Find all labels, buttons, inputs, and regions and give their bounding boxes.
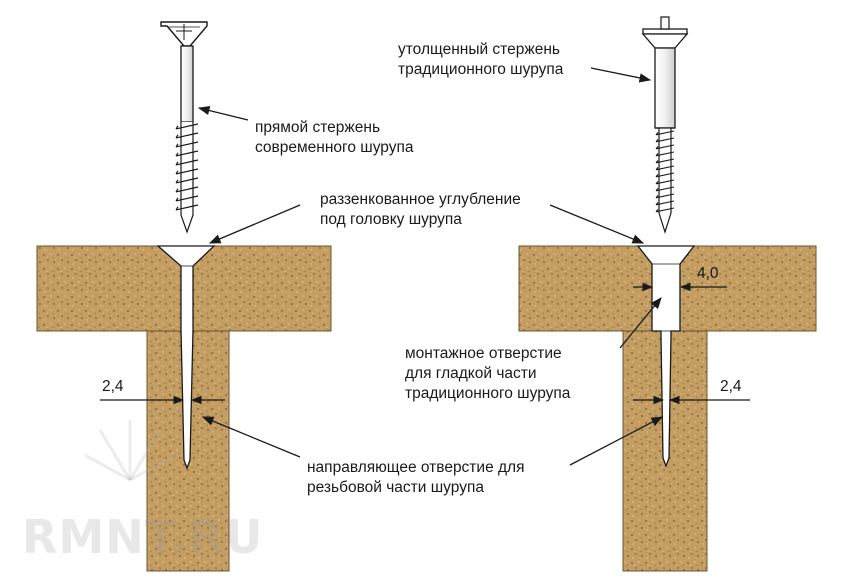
- thread: [655, 158, 675, 164]
- dim-right-pilot: 2,4: [720, 378, 742, 395]
- label-modern-shank: прямой стержень современного шурупа: [255, 118, 414, 158]
- thread: [655, 144, 675, 150]
- thread: [655, 179, 675, 185]
- label-line: традиционного шурупа: [405, 385, 571, 402]
- watermark-text: RMNT.RU: [22, 510, 264, 564]
- dim-right-clearance: 4,0: [697, 265, 719, 282]
- label-clearance-hole: монтажное отверстие для гладкой части тр…: [405, 344, 570, 404]
- label-line: монтажное отверстие: [405, 345, 562, 362]
- leader-lines: [197, 67, 664, 466]
- leader-countersink-left: [208, 204, 301, 244]
- label-line: утолщенный стержень: [398, 41, 560, 58]
- label-line: под головку шурупа: [320, 211, 462, 228]
- label-pilot-hole: направляющее отверстие для резьбовой час…: [307, 458, 524, 498]
- leader-pilot-left: [201, 416, 301, 458]
- label-thickened-shank: утолщенный стержень традиционного шурупа: [398, 40, 563, 80]
- dimension-lines: [100, 282, 750, 405]
- left-assembly: [36, 21, 332, 572]
- thread: [175, 186, 199, 193]
- label-line: для гладкой части: [405, 365, 537, 382]
- leader-modern-shank: [197, 105, 249, 121]
- thread: [175, 204, 199, 211]
- traditional-screw: [641, 16, 689, 234]
- thread: [655, 186, 675, 192]
- thread: [175, 141, 199, 148]
- leader-thickened-shank: [590, 67, 652, 83]
- thread: [175, 195, 199, 202]
- thread: [655, 151, 675, 157]
- watermark-logo: [84, 420, 176, 482]
- label-line: резьбовой части шурупа: [307, 479, 484, 496]
- leader-clearance-hole: [619, 297, 662, 349]
- dim-left-pilot: 2,4: [102, 378, 124, 395]
- left-countersink-hole: [156, 245, 216, 470]
- label-line: прямой стержень: [255, 119, 381, 136]
- thread: [655, 130, 675, 136]
- label-line: раззенкованное углубление: [320, 191, 521, 208]
- thread: [175, 132, 199, 139]
- label-line: современного шурупа: [255, 139, 414, 156]
- thread: [175, 177, 199, 184]
- leader-pilot-right: [569, 416, 664, 466]
- thread: [655, 172, 675, 178]
- thread: [655, 137, 675, 143]
- thread: [175, 150, 199, 157]
- thread: [655, 193, 675, 199]
- label-line: традиционного шурупа: [398, 61, 564, 78]
- right-assembly: [518, 16, 817, 572]
- thread: [655, 200, 675, 206]
- label-line: направляющее отверстие для: [307, 459, 525, 476]
- thread: [655, 165, 675, 171]
- thread: [175, 159, 199, 166]
- modern-screw: [160, 21, 208, 234]
- thread: [175, 123, 199, 130]
- thread: [175, 168, 199, 175]
- leader-countersink-right: [549, 204, 645, 244]
- thread: [655, 207, 675, 213]
- label-countersink: раззенкованное углубление под головку шу…: [320, 190, 521, 230]
